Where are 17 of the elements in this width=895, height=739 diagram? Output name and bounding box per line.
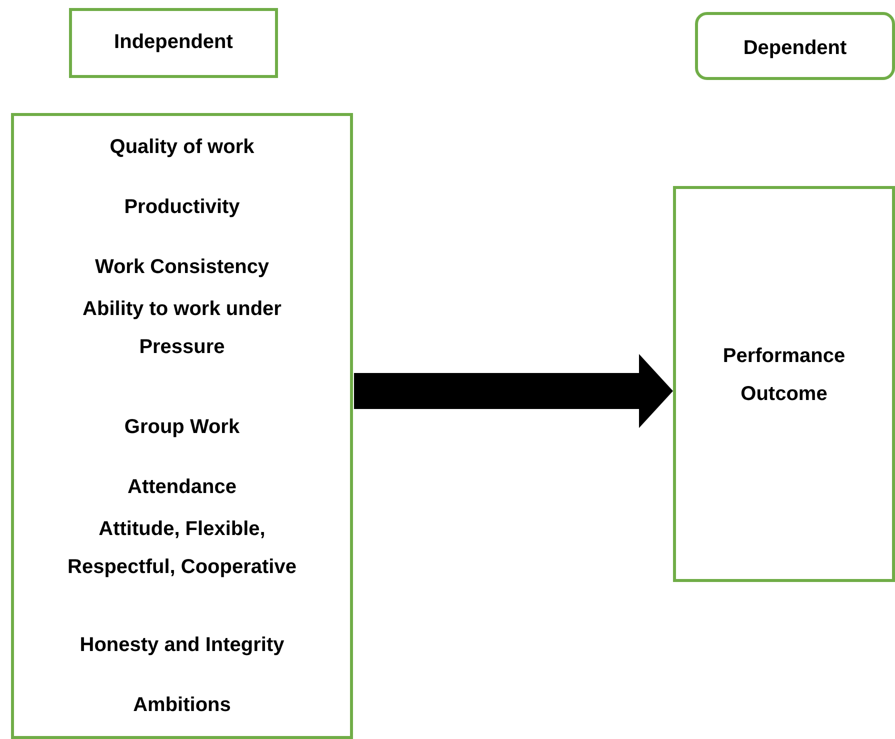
outcome-box [673, 186, 895, 582]
variable-label: Attitude, Flexible, Respectful, Cooperative [66, 517, 298, 580]
heading-label: Dependent [742, 36, 848, 61]
variable-label: Productivity [123, 195, 241, 220]
variable-label: Attendance [126, 475, 238, 500]
variable-label: Ambitions [132, 693, 232, 718]
heading-box [695, 12, 895, 80]
variable-list-box [11, 113, 353, 739]
heading-label: Independent [113, 30, 234, 55]
variable-label: Honesty and Integrity [78, 633, 286, 658]
variable-label: Ability to work under Pressure [82, 297, 282, 360]
outcome-label: Performance Outcome [722, 344, 846, 407]
block-arrow [354, 354, 673, 428]
heading-box [69, 8, 278, 78]
variable-label: Group Work [123, 415, 241, 440]
variable-label: Work Consistency [94, 255, 270, 280]
variable-label: Quality of work [108, 135, 256, 160]
